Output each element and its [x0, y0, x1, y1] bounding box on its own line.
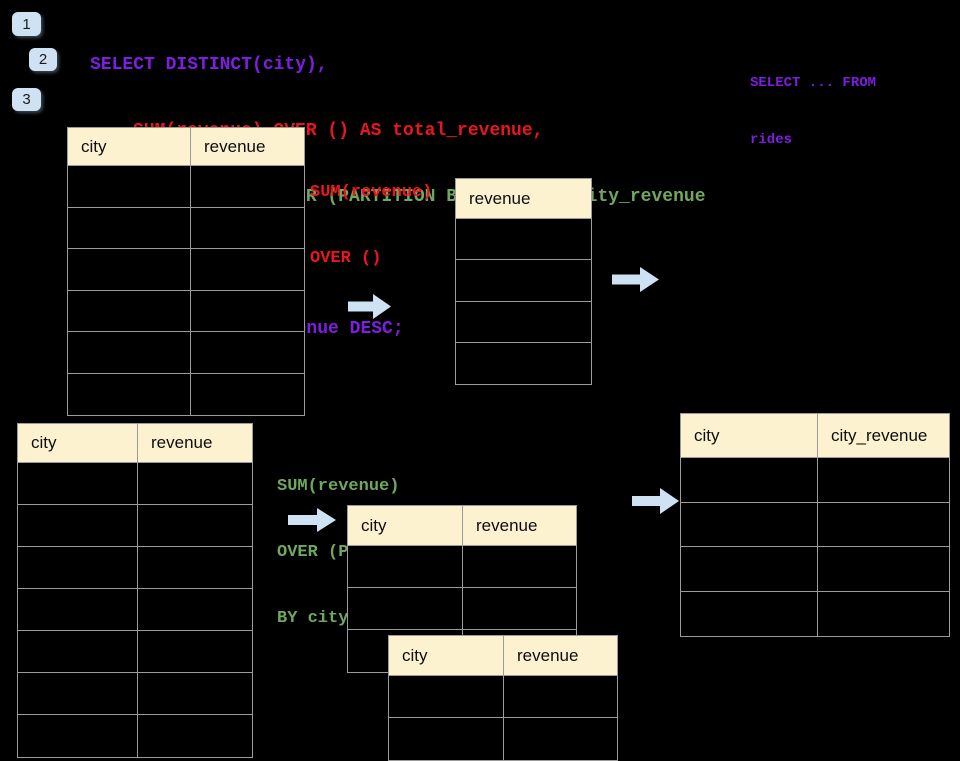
- step-badge-label: 3: [22, 91, 31, 108]
- source-table: city revenue: [67, 127, 305, 416]
- partition-front-table: city revenue: [388, 635, 618, 761]
- column-header-city: city: [18, 424, 138, 462]
- table-row: [456, 219, 591, 261]
- label-line: BY city): [277, 609, 359, 628]
- total-window-label: SUM(revenue) OVER (): [310, 138, 432, 292]
- step-badge-2: 2: [29, 48, 57, 71]
- arrow-right-icon: [288, 507, 337, 533]
- column-header-city: city: [681, 414, 818, 457]
- table-row: [389, 718, 617, 760]
- table-row: [681, 502, 949, 547]
- table-row: [456, 260, 591, 302]
- arrow-right-icon: [632, 487, 680, 515]
- step-badge-label: 2: [38, 51, 48, 68]
- total-revenue-table: revenue: [455, 178, 592, 386]
- table-header-row: city revenue: [18, 424, 252, 463]
- table-row: [456, 302, 591, 343]
- table-row: [68, 249, 304, 291]
- column-header-revenue: revenue: [517, 645, 579, 665]
- table-row: [18, 463, 252, 505]
- table-row: [68, 332, 304, 374]
- table-row: [68, 207, 304, 249]
- table-row: [18, 715, 252, 757]
- table-row: [681, 591, 949, 636]
- sql-code-line: SELECT DISTINCT(city),: [90, 55, 328, 75]
- column-header-revenue: revenue: [204, 136, 266, 156]
- arrow-right-icon: [612, 266, 660, 293]
- table-row: [18, 505, 252, 547]
- column-header-revenue: revenue: [469, 188, 531, 208]
- column-header-city-revenue: city_revenue: [831, 425, 928, 445]
- table-header-row: city revenue: [389, 636, 617, 676]
- table-header-row: city revenue: [68, 128, 304, 166]
- table-header-row: city city_revenue: [681, 414, 949, 458]
- label-line: OVER (): [310, 249, 382, 268]
- table-row: [389, 676, 617, 718]
- table-row: [68, 166, 304, 208]
- column-header-city: city: [348, 506, 463, 545]
- step-badge-1: 1: [12, 12, 41, 36]
- step-badge-3: 3: [12, 88, 41, 111]
- column-header-revenue: revenue: [476, 515, 538, 535]
- step-badge-label: 1: [22, 15, 31, 33]
- table-row: [348, 546, 576, 588]
- table-row: [18, 631, 252, 673]
- column-header-city: city: [68, 128, 191, 165]
- table-row: [68, 290, 304, 332]
- table-header-row: revenue: [456, 179, 591, 219]
- table-row: [681, 458, 949, 503]
- arrow-right-icon: [348, 293, 392, 320]
- table-header-row: city revenue: [348, 506, 576, 546]
- table-row: [68, 373, 304, 415]
- table-row: [681, 547, 949, 592]
- column-header-city: city: [389, 636, 504, 675]
- side-code-line: SELECT ... FROM: [750, 75, 877, 91]
- table-row: [456, 343, 591, 384]
- table-row: [348, 588, 576, 630]
- table-row: [18, 547, 252, 589]
- label-line: SUM(revenue): [310, 183, 433, 202]
- partition-source-table: city revenue: [17, 423, 253, 758]
- table-row: [18, 589, 252, 631]
- side-code-line: rides: [750, 132, 793, 148]
- result-table: city city_revenue: [680, 413, 950, 637]
- table-row: [18, 673, 252, 715]
- label-line: SUM(revenue): [277, 477, 400, 496]
- column-header-revenue: revenue: [151, 433, 213, 452]
- from-rides-code: SELECT ... FROM rides: [750, 36, 876, 169]
